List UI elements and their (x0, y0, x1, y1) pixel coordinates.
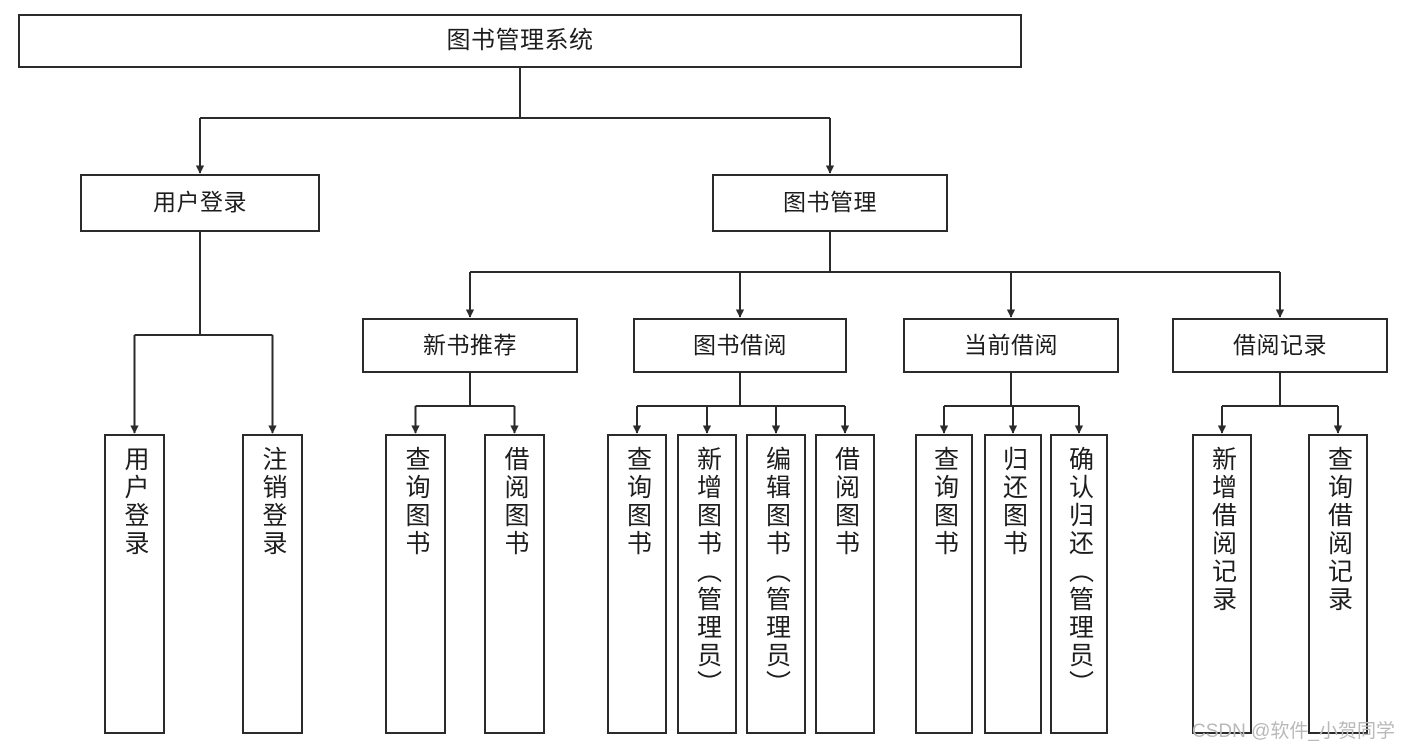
node-label: 借阅记录 (1233, 331, 1327, 358)
node-new-book-rec[interactable]: 新书推荐 (362, 318, 578, 373)
node-book-manage[interactable]: 图书管理 (712, 174, 948, 232)
node-current-borrow[interactable]: 当前借阅 (903, 318, 1119, 373)
node-leaf-rec-query[interactable]: 查询图书 (385, 434, 446, 734)
node-leaf-user-logout[interactable]: 注销登录 (242, 434, 303, 734)
node-label: 借阅图书 (831, 446, 860, 558)
node-label: 注销登录 (259, 446, 287, 558)
node-label: 归还图书 (999, 446, 1028, 558)
node-label: 编辑图书（管理员） (762, 446, 791, 698)
node-leaf-bb-edit[interactable]: 编辑图书（管理员） (746, 434, 806, 734)
node-leaf-bb-add[interactable]: 新增图书（管理员） (677, 434, 737, 734)
node-leaf-cb-return[interactable]: 归还图书 (984, 434, 1042, 734)
node-label: 用户登录 (121, 446, 149, 558)
node-user-login[interactable]: 用户登录 (80, 174, 320, 232)
node-leaf-bb-borrow[interactable]: 借阅图书 (815, 434, 875, 734)
node-label: 查询图书 (930, 446, 959, 558)
node-leaf-br-query[interactable]: 查询借阅记录 (1308, 434, 1368, 734)
node-leaf-bb-query[interactable]: 查询图书 (607, 434, 667, 734)
node-borrow-record[interactable]: 借阅记录 (1172, 318, 1388, 373)
node-label: 图书管理系统 (446, 26, 594, 54)
node-leaf-cb-query[interactable]: 查询图书 (915, 434, 973, 734)
node-label: 新书推荐 (423, 331, 517, 358)
node-leaf-br-add[interactable]: 新增借阅记录 (1192, 434, 1252, 734)
node-book-borrow[interactable]: 图书借阅 (633, 318, 847, 373)
node-label: 确认归还（管理员） (1065, 446, 1094, 698)
node-label: 图书管理 (783, 189, 877, 216)
node-leaf-user-login[interactable]: 用户登录 (104, 434, 165, 734)
node-label: 借阅图书 (501, 446, 529, 558)
node-label: 用户登录 (153, 189, 247, 216)
node-leaf-rec-borrow[interactable]: 借阅图书 (484, 434, 545, 734)
node-label: 查询图书 (402, 446, 430, 558)
node-leaf-cb-confirm[interactable]: 确认归还（管理员） (1050, 434, 1108, 734)
node-label: 查询借阅记录 (1324, 446, 1353, 614)
node-label: 新增借阅记录 (1208, 446, 1237, 614)
node-label: 当前借阅 (964, 331, 1058, 358)
node-label: 查询图书 (623, 446, 652, 558)
node-label: 新增图书（管理员） (693, 446, 722, 698)
node-label: 图书借阅 (693, 331, 787, 358)
node-root[interactable]: 图书管理系统 (18, 14, 1022, 68)
